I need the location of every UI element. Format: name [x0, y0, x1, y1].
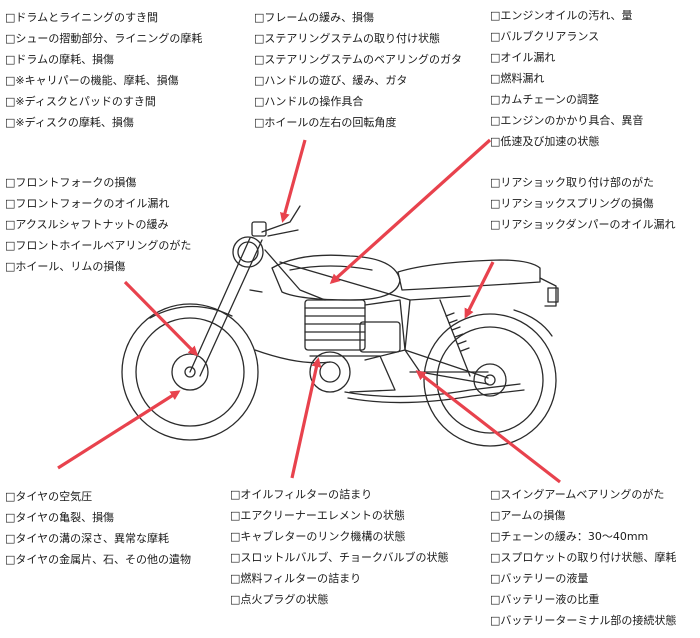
tire-checklist: □タイヤの空気圧 □タイヤの亀裂、損傷 □タイヤの溝の深さ、異常な摩耗 □タイヤ…	[5, 486, 191, 570]
checklist-item: □タイヤの亀裂、損傷	[5, 511, 115, 524]
checklist-item: □点火プラグの状態	[230, 593, 329, 606]
checklist-item: □エアクリーナーエレメントの状態	[230, 509, 405, 522]
engine	[254, 299, 406, 393]
brake-checklist: □ドラムとライニングのすき間 □シューの摺動部分、ライニングの摩耗 □ドラムの摩…	[5, 7, 202, 133]
checklist-item: □スプロケットの取り付け状態、摩耗	[490, 551, 677, 564]
checklist-item: □スロットルバルブ、チョークバルブの状態	[230, 551, 449, 564]
checklist-item: □シューの摺動部分、ライニングの摩耗	[5, 32, 203, 45]
checklist-item: □キャブレターのリンク機構の状態	[230, 530, 406, 543]
checklist-item: □ドラムの摩耗、損傷	[5, 53, 115, 66]
rear-shock	[439, 299, 471, 377]
front-fork	[189, 237, 263, 377]
checklist-item: □ドラムとライニングのすき間	[5, 11, 159, 24]
checklist-item: □ホイール、リムの損傷	[5, 260, 126, 273]
checklist-item: □低速及び加速の状態	[490, 135, 600, 148]
checklist-item: □スイングアームベアリングのがた	[490, 488, 665, 501]
checklist-item: □エンジンのかかり具合、異音	[490, 114, 644, 127]
engine-checklist: □エンジンオイルの汚れ、量 □バルブクリアランス □オイル漏れ □燃料漏れ □カ…	[490, 5, 643, 152]
checklist-item: □オイル漏れ	[490, 51, 556, 64]
checklist-item: □※ディスクの摩耗、損傷	[5, 116, 134, 129]
arrow-steering	[280, 139, 307, 223]
checklist-item: □※キャリパーの機能、摩耗、損傷	[5, 74, 179, 87]
steering-checklist: □フレームの緩み、損傷 □ステアリングステムの取り付け状態 □ステアリングステム…	[254, 7, 462, 133]
checklist-item: □ステアリングステムのベアリングのガタ	[254, 53, 463, 66]
frame	[264, 249, 489, 385]
front-fork-checklist: □フロントフォークの損傷 □フロントフォークのオイル漏れ □アクスルシャフトナッ…	[5, 172, 191, 277]
checklist-item: □フレームの緩み、損傷	[254, 11, 375, 24]
checklist-item: □リアショックダンパーのオイル漏れ	[490, 218, 676, 231]
checklist-item: □バルブクリアランス	[490, 30, 600, 43]
checklist-item: □フロントホイールベアリングのがた	[5, 239, 192, 252]
checklist-item: □タイヤの金属片、石、その他の遺物	[5, 553, 192, 566]
checklist-item: □タイヤの空気圧	[5, 490, 93, 503]
checklist-item: □フロントフォークの損傷	[5, 176, 137, 189]
checklist-item: □バッテリーの液量	[490, 572, 589, 585]
checklist-item: □ホイールの左右の回転角度	[254, 116, 397, 129]
checklist-item: □ハンドルの遊び、緩み、ガタ	[254, 74, 408, 87]
exhaust-pipe	[344, 371, 525, 404]
checklist-item: □アームの損傷	[490, 509, 566, 522]
arrow-fork	[123, 280, 199, 357]
arrow-drive	[415, 370, 561, 484]
checklist-item: □チェーンの緩み：30〜40mm	[490, 530, 649, 543]
seat	[397, 259, 559, 307]
checklist-item: □燃料フィルターの詰まり	[230, 572, 362, 585]
drive-battery-checklist: □スイングアームベアリングのがた □アームの損傷 □チェーンの緩み：30〜40m…	[490, 484, 676, 631]
checklist-item: □ステアリングステムの取り付け状態	[254, 32, 441, 45]
checklist-item: □リアショック取り付け部のがた	[490, 176, 654, 189]
fuel-intake-checklist: □オイルフィルターの詰まり □エアクリーナーエレメントの状態 □キャブレターのリ…	[230, 484, 449, 610]
headlight	[232, 205, 301, 268]
checklist-item: □※ディスクとパッドのすき間	[5, 95, 156, 108]
checklist-item: □バッテリーターミナル部の接続状態	[490, 614, 677, 627]
arrow-rear-shock	[464, 261, 495, 319]
arrow-engine	[329, 138, 492, 285]
checklist-item: □燃料漏れ	[490, 72, 545, 85]
checklist-item: □エンジンオイルの汚れ、量	[490, 9, 633, 22]
checklist-item: □リアショックスプリングの損傷	[490, 197, 654, 210]
checklist-item: □オイルフィルターの詰まり	[230, 488, 373, 501]
checklist-item: □フロントフォークのオイル漏れ	[5, 197, 170, 210]
checklist-item: □タイヤの溝の深さ、異常な摩耗	[5, 532, 170, 545]
checklist-item: □カムチェーンの調整	[490, 93, 599, 106]
checklist-item: □アクスルシャフトナットの緩み	[5, 218, 169, 231]
rear-shock-checklist: □リアショック取り付け部のがた □リアショックスプリングの損傷 □リアショックダ…	[490, 172, 676, 235]
rear-wheel	[423, 309, 557, 447]
arrow-fuel	[290, 357, 322, 479]
arrow-tires	[57, 390, 181, 470]
checklist-item: □ハンドルの操作具合	[254, 95, 364, 108]
checklist-item: □バッテリー液の比重	[490, 593, 600, 606]
